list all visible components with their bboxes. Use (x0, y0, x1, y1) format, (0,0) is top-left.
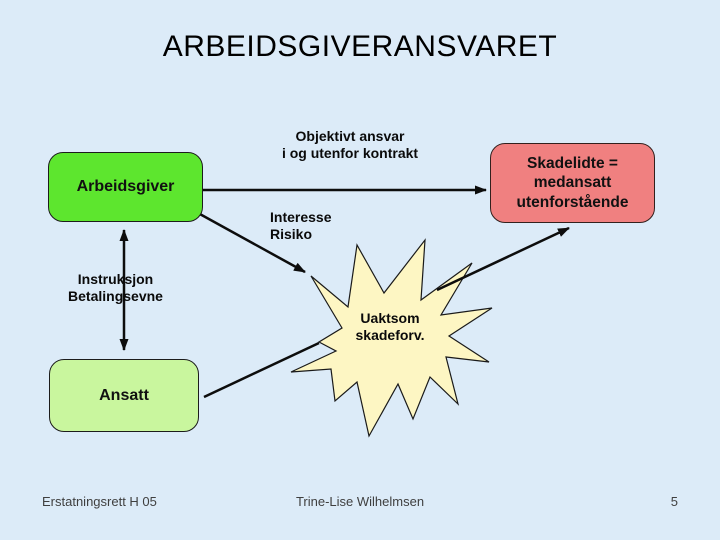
arrow-employer-to-star (197, 211, 306, 274)
label-interest-risk: Interesse Risiko (270, 209, 332, 243)
employer-box: Arbeidsgiver (48, 152, 203, 222)
label-instruction-solvency: Instruksjon Betalingsevne (68, 271, 163, 305)
label-objective-liability: Objektivt ansvar i og utenfor kontrakt (281, 128, 419, 162)
footer-author-label: Trine-Lise Wilhelmsen (295, 494, 425, 509)
victim-box: Skadelidte = medansatt utenforstående (490, 143, 655, 223)
footer-page-number: 5 (670, 494, 678, 509)
star-label: Uaktsom skadeforv. (355, 310, 425, 344)
footer-course-label: Erstatningsrett H 05 (42, 494, 157, 509)
line-employee-to-star (203, 341, 320, 399)
arrow-star-to-victim (436, 226, 570, 292)
employee-box: Ansatt (49, 359, 199, 432)
slide-title: ARBEIDSGIVERANSVARET (162, 30, 558, 63)
